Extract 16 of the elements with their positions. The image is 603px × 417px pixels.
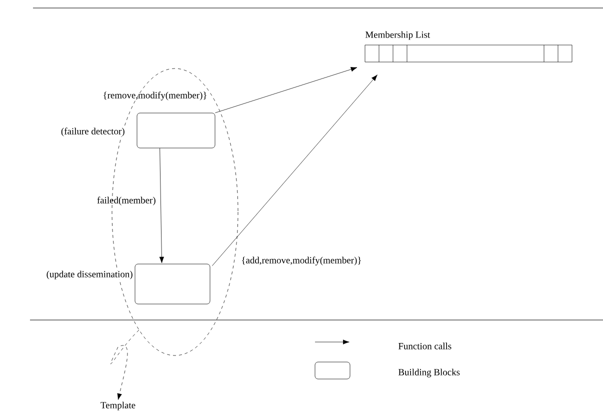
arrow xyxy=(215,67,358,113)
arrow xyxy=(159,148,164,264)
building-block-box: (update dissemination) xyxy=(46,264,210,304)
edge-label: {remove,modify(member)} xyxy=(104,92,206,100)
arrow xyxy=(212,74,378,266)
edge-label: failed(member) xyxy=(97,196,156,206)
legend-text: Function calls xyxy=(398,342,452,350)
node-label: Membership List xyxy=(365,31,430,40)
membership-list: Membership List xyxy=(364,31,572,62)
template-label: Template xyxy=(100,402,136,410)
edge-label: {add,remove,modify(member)} xyxy=(242,256,361,266)
legend-text: Building Blocks xyxy=(398,368,460,378)
building-block-box: (failure detector) xyxy=(60,112,216,148)
node-label: (update dissemination) xyxy=(46,270,132,280)
arrow xyxy=(110,330,140,400)
node-label: (failure detector) xyxy=(61,128,124,136)
